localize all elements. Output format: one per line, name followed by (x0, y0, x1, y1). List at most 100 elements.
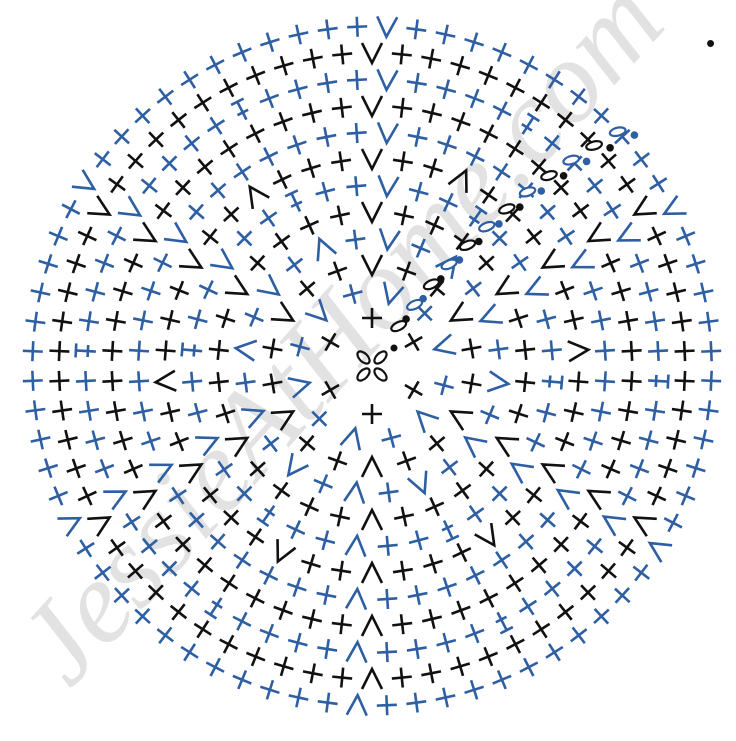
single-crochet-stitch (321, 332, 340, 352)
decrease-stitch (406, 470, 428, 496)
half-double-stitch (74, 343, 96, 358)
single-crochet-stitch (594, 340, 616, 361)
join-slip-stitch-dot (419, 294, 427, 303)
single-crochet-stitch (245, 124, 265, 144)
increase-stitch (462, 435, 488, 459)
single-crochet-stitch (161, 155, 178, 172)
single-crochet-stitch (618, 538, 636, 557)
increase-stitch (555, 488, 581, 511)
single-crochet-stitch (188, 203, 205, 221)
single-crochet-stitch (232, 669, 252, 690)
single-crochet-stitch (48, 486, 69, 506)
join-chain-loop (540, 170, 558, 182)
single-crochet-stitch (140, 177, 158, 195)
half-double-stitch (541, 375, 564, 390)
single-crochet-stitch (57, 429, 78, 450)
single-crochet-stitch (49, 341, 70, 362)
increase-stitch (378, 227, 401, 253)
increase-stitch (224, 436, 250, 458)
single-crochet-stitch (169, 603, 188, 621)
single-crochet-stitch (205, 55, 225, 75)
single-crochet-stitch (362, 308, 382, 328)
single-crochet-stitch (464, 88, 485, 109)
single-crochet-stitch (671, 400, 692, 421)
increase-stitch (360, 254, 384, 278)
join-chain-loop (518, 186, 537, 198)
single-crochet-stitch (590, 310, 612, 331)
join-slip-stitch-dot (495, 220, 503, 228)
single-crochet-stitch (298, 280, 316, 298)
single-crochet-stitch (519, 657, 539, 677)
single-crochet-stitch (393, 205, 415, 226)
increase-stitch (448, 301, 474, 322)
single-crochet-stitch (590, 401, 612, 422)
single-crochet-stitch (421, 663, 442, 684)
single-crochet-stitch (160, 309, 181, 330)
increase-stitch (178, 248, 204, 269)
single-crochet-stitch (518, 597, 538, 616)
single-crochet-stitch (530, 158, 548, 176)
single-crochet-stitch (376, 642, 398, 663)
single-crochet-stitch (183, 580, 201, 598)
single-crochet-stitch (478, 646, 499, 667)
join-slip-stitch-dot (475, 237, 483, 246)
watermark-text: JessieAtHome.com (0, 0, 688, 707)
increase-stitch (133, 489, 158, 511)
single-crochet-stitch (302, 663, 323, 684)
single-crochet-stitch (629, 253, 650, 274)
single-crochet-stitch (187, 402, 208, 423)
single-crochet-stitch (245, 65, 266, 86)
single-crochet-stitch (648, 340, 669, 362)
increase-stitch (631, 516, 657, 537)
single-crochet-stitch (618, 401, 639, 422)
single-crochet-stitch (632, 150, 651, 169)
single-crochet-stitch (153, 253, 173, 273)
single-crochet-stitch (647, 226, 667, 246)
single-crochet-stitch (134, 107, 151, 124)
single-crochet-stitch (644, 311, 666, 332)
increase-stitch (345, 639, 368, 664)
single-crochet-stitch (262, 338, 283, 359)
single-crochet-stitch (461, 338, 482, 359)
single-crochet-stitch (378, 482, 399, 503)
single-crochet-stitch (434, 375, 454, 396)
single-crochet-stitch (392, 151, 413, 172)
single-crochet-stitch (464, 679, 485, 700)
single-crochet-stitch (491, 230, 508, 247)
single-crochet-stitch (329, 506, 351, 527)
single-crochet-stitch (332, 667, 353, 688)
single-crochet-stitch (583, 431, 603, 451)
single-crochet-stitch (196, 158, 214, 176)
single-crochet-stitch (510, 253, 529, 272)
join-chain-loop (608, 126, 627, 138)
join-chain-loop (585, 140, 604, 151)
single-crochet-stitch (209, 533, 227, 550)
increase-stitch (256, 273, 282, 297)
single-crochet-stitch (536, 402, 557, 423)
single-crochet-stitch (675, 226, 696, 246)
increase-stitch (377, 174, 400, 200)
single-crochet-stitch (147, 584, 165, 601)
single-crochet-stitch (479, 588, 499, 608)
increase-stitch (71, 169, 97, 191)
single-crochet-stitch (478, 460, 495, 478)
single-crochet-stitch (259, 88, 280, 109)
single-crochet-stitch (407, 126, 428, 148)
single-crochet-stitch (666, 282, 687, 303)
single-crochet-stitch (316, 584, 337, 606)
single-crochet-stitch (327, 451, 348, 471)
decrease-stitch (447, 167, 468, 193)
single-crochet-stitch (222, 206, 240, 223)
single-crochet-stitch (288, 24, 309, 45)
legend-bullet: • (706, 28, 715, 58)
single-crochet-stitch (345, 229, 366, 250)
single-crochet-stitch (647, 486, 667, 506)
single-crochet-stitch (674, 370, 695, 391)
single-crochet-stitch (169, 280, 190, 301)
increase-stitch (376, 68, 399, 93)
single-crochet-stitch (220, 139, 239, 158)
single-crochet-stitch (579, 584, 597, 601)
single-crochet-stitch (259, 623, 280, 644)
single-crochet-stitch (123, 459, 143, 479)
single-crochet-stitch (632, 563, 651, 582)
